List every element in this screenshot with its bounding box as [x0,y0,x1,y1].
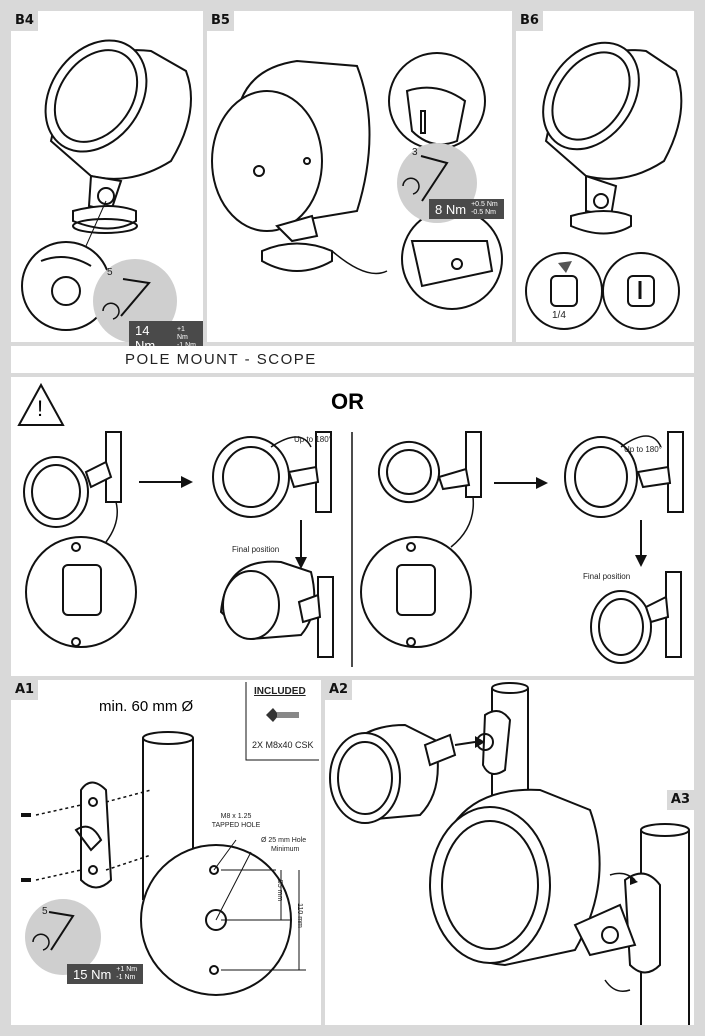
panel-b4: B4 5 14 Nm +1 Nm-1 Nm [11,11,203,355]
b5-key-size: 3 [412,147,418,158]
right-rotation-label: Up to 180° [624,445,662,454]
warning-symbol: ! [37,396,44,421]
a1-torque-value: 15 Nm [73,966,112,982]
a1-torque-badge: 15 Nm +1 Nm-1 Nm [67,964,144,984]
a1-key-size: 5 [42,906,48,917]
panel-b6: B6 1/4 [516,11,694,342]
step-tag-a1: A1 [11,680,39,700]
a1-hole-dia-1: Ø 25 mm Hole [261,837,307,844]
a1-dim-110: 110 mm [295,903,303,928]
a1-illustration [21,682,319,996]
a1-hole-dia-2: Minimum [271,846,300,853]
step-tag-b4: B4 [11,11,38,31]
b5-illustration [211,52,503,310]
panel-a2-a3: A2 A3 [325,680,694,1025]
included-item: 2X M8x40 CSK [252,740,314,750]
a1-tol-plus: +1 Nm [116,966,138,973]
b4-tol-plus: +1 Nm [176,326,188,341]
mount-illustration [17,382,684,667]
panel-b5: B5 3 8 Nm +0.5 Nm-0.5 Nm [207,11,512,342]
left-rotation-label: Up to 180° [294,435,332,444]
a1-tol-minus: -1 Nm [116,974,136,981]
panel-mount-options: ! OR Up to 180° Final position Up to 180… [11,377,694,676]
a1-tapped-hole: M8 x 1.25 TAPPED HOLE [211,813,261,829]
a2-a3-illustration [329,682,690,1025]
included-title: INCLUDED [254,686,306,697]
panel-a1: A1 [11,680,321,1025]
b5-tol-plus: +0.5 Nm [471,201,498,208]
b5-torque-value: 8 Nm [435,201,467,217]
b4-illustration [21,39,192,342]
banner-pole-mount: POLE MOUNT - SCOPE [11,346,694,373]
or-label: OR [331,389,364,414]
a1-min-diameter: min. 60 mm Ø [99,698,194,715]
right-final-label: Final position [583,572,631,581]
b4-key-size: 5 [107,267,113,278]
b5-tol-minus: -0.5 Nm [471,209,496,216]
step-tag-b6: B6 [516,11,543,31]
step-tag-a3: A3 [666,790,694,810]
b6-quarter-turn: 1/4 [552,310,566,321]
step-tag-a2: A2 [325,680,353,700]
banner-title: POLE MOUNT - SCOPE [125,351,317,368]
step-tag-b5: B5 [207,11,234,31]
b5-torque-badge: 8 Nm +0.5 Nm-0.5 Nm [429,199,504,219]
b6-illustration [525,41,683,330]
b4-tol-minus: -1 Nm [177,342,197,350]
a1-dim-55: 55 mm [276,879,284,902]
left-final-label: Final position [232,545,280,554]
